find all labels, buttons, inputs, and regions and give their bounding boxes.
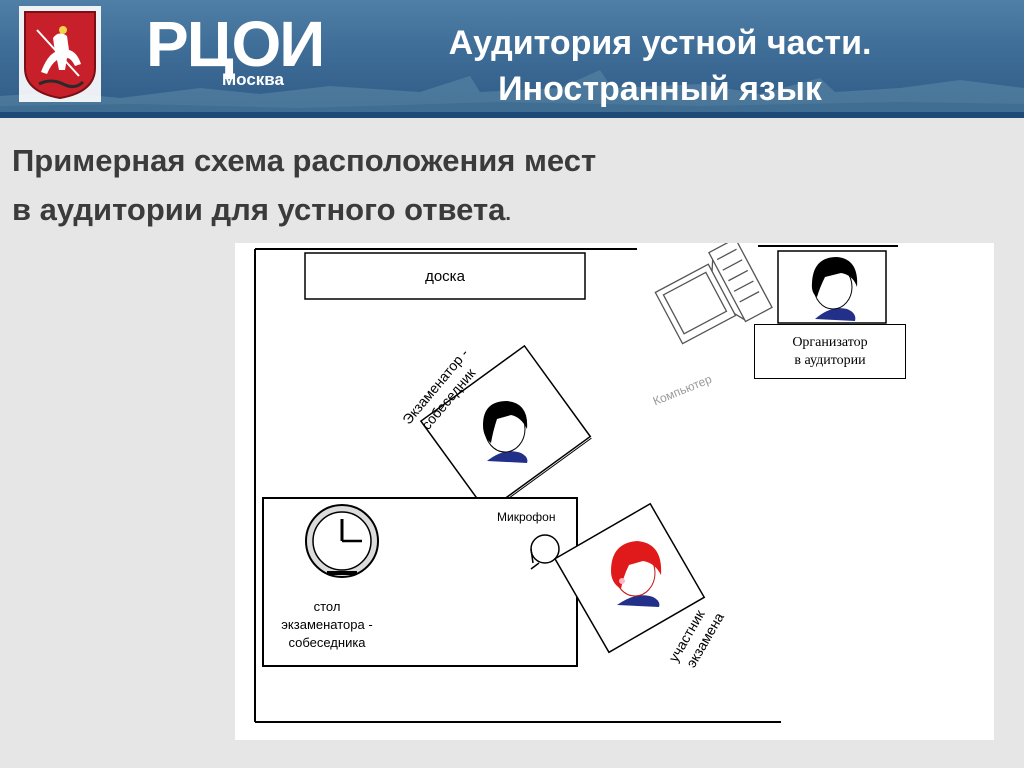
title-line-2: Иностранный язык [498, 70, 822, 108]
desk-label-line-3: собеседника [288, 635, 366, 650]
examiner-person-icon [483, 401, 528, 463]
computer-label: Компьютер [651, 372, 714, 408]
page-title: Аудитория устной части. Иностранный язык [380, 20, 940, 112]
logo-subtitle: Москва [222, 70, 284, 89]
logo-text: РЦОИ [146, 8, 325, 80]
desk-label-line-2: экзаменатора - [281, 617, 372, 632]
microphone-icon [530, 534, 560, 570]
header-banner: РЦОИ Москва Аудитория устной части. Инос… [0, 0, 1024, 118]
computer-icon [654, 237, 773, 345]
slide-subtitle: Примерная схема расположения мест в ауди… [12, 136, 752, 239]
moscow-crest-icon [19, 6, 101, 102]
organizer-label-box: Организатор в аудитории [754, 324, 906, 379]
subtitle-line-2: в аудитории для устного ответа. [12, 192, 511, 227]
organizer-person-icon [811, 257, 858, 321]
board-label: доска [425, 268, 465, 285]
title-line-1: Аудитория устной части. [448, 24, 872, 62]
participant-label: участник экзамена [665, 606, 727, 670]
board [304, 252, 586, 300]
organizer-label-line-2: в аудитории [794, 353, 866, 368]
classroom-layout-diagram: доска Компьютер [235, 237, 994, 740]
participant-person-icon [611, 541, 662, 607]
subtitle-line-1: Примерная схема расположения мест [12, 143, 597, 178]
clock-icon [305, 504, 379, 578]
desk-label-line-1: стол [314, 599, 341, 614]
microphone-label: Микрофон [497, 510, 555, 524]
organizer-card [772, 245, 888, 324]
organizer-label-line-1: Организатор [792, 335, 868, 350]
